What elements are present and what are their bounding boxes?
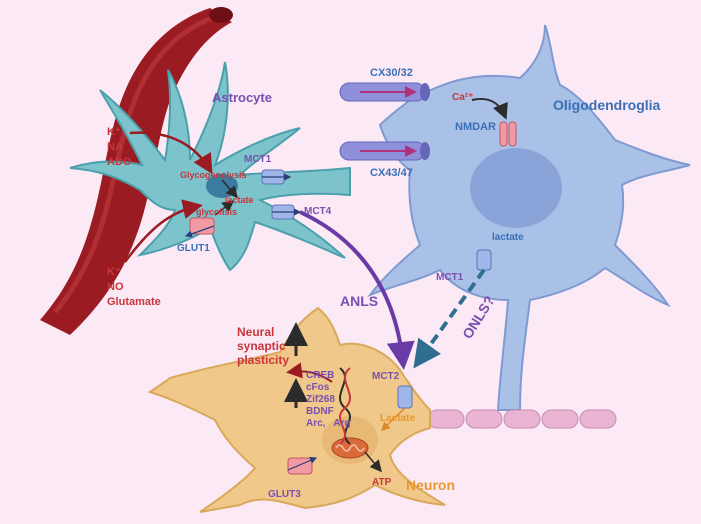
mct1-oligo-transporter — [476, 249, 492, 271]
mct1-astrocyte-transporter — [261, 169, 292, 185]
mct4-transporter — [271, 204, 302, 220]
stimulus-k-bottom: K⁺ — [107, 266, 121, 278]
glycogenolysis-label: Glycogenolysis — [180, 170, 247, 180]
stimulus-arrows — [123, 131, 213, 263]
nmdar-receptor — [499, 121, 517, 147]
gene-arc-arg: Arc, Arg — [306, 418, 351, 429]
neuron-internal-arrows — [284, 322, 406, 473]
neuron-label: Neuron — [406, 477, 455, 493]
gap-junction-cx43 — [339, 141, 430, 161]
mitochondrion-icon — [331, 437, 369, 459]
mct2-transporter — [397, 385, 413, 409]
plasticity-line3: plasticity — [237, 353, 289, 367]
atp-label: ATP — [372, 477, 392, 488]
stimulus-k-top: K⁺ — [107, 126, 121, 138]
oligodendroglia-label: Oligodendroglia — [553, 97, 661, 113]
glut1-transporter — [184, 217, 215, 238]
anls-arrow — [299, 210, 415, 370]
plasticity-line2: synaptic — [237, 339, 286, 353]
mct4-label: MCT4 — [304, 206, 332, 217]
oligo-lactate-label: lactate — [492, 232, 524, 243]
dna-icon — [339, 367, 351, 445]
gene-zif268: Zif268 — [306, 394, 335, 405]
astrocyte-label: Astrocyte — [212, 90, 272, 105]
glut3-label: GLUT3 — [268, 489, 301, 500]
cx43-label: CX43/47 — [370, 167, 413, 179]
gene-cfos: cFos — [306, 382, 330, 393]
glycolisis-label: glycolisis — [196, 207, 237, 217]
nmdar-label: NMDAR — [455, 121, 496, 133]
ca-influx-arrow — [471, 98, 508, 120]
cx30-label: CX30/32 — [370, 67, 413, 79]
onls-arrow — [413, 268, 486, 369]
ca-label: Ca²⁺ — [452, 92, 473, 103]
gene-bdnf: BDNF — [306, 406, 334, 417]
myelin-sheath — [427, 409, 617, 429]
astrocyte-lactate-label: lactate — [225, 195, 254, 205]
stimulus-na: NA — [107, 141, 123, 153]
stimulus-no: NO — [107, 281, 124, 293]
stimulus-ado: ADO — [107, 156, 132, 168]
mct1-oligo-label: MCT1 — [436, 272, 464, 283]
neuron-lactate-label: Lactate — [380, 413, 415, 424]
glut3-transporter — [287, 457, 318, 475]
oligodendroglia-cell — [367, 24, 691, 411]
glut1-label: GLUT1 — [177, 243, 210, 254]
mct1-astrocyte-label: MCT1 — [244, 154, 272, 165]
anls-label: ANLS — [340, 293, 378, 309]
astrocyte-metabolism-arrows — [214, 179, 238, 216]
mct2-label: MCT2 — [372, 371, 400, 382]
stimulus-glutamate: Glutamate — [107, 296, 161, 308]
gene-creb: CREB — [306, 370, 334, 381]
plasticity-line1: Neural — [237, 325, 274, 339]
gap-junction-cx30 — [339, 82, 430, 102]
